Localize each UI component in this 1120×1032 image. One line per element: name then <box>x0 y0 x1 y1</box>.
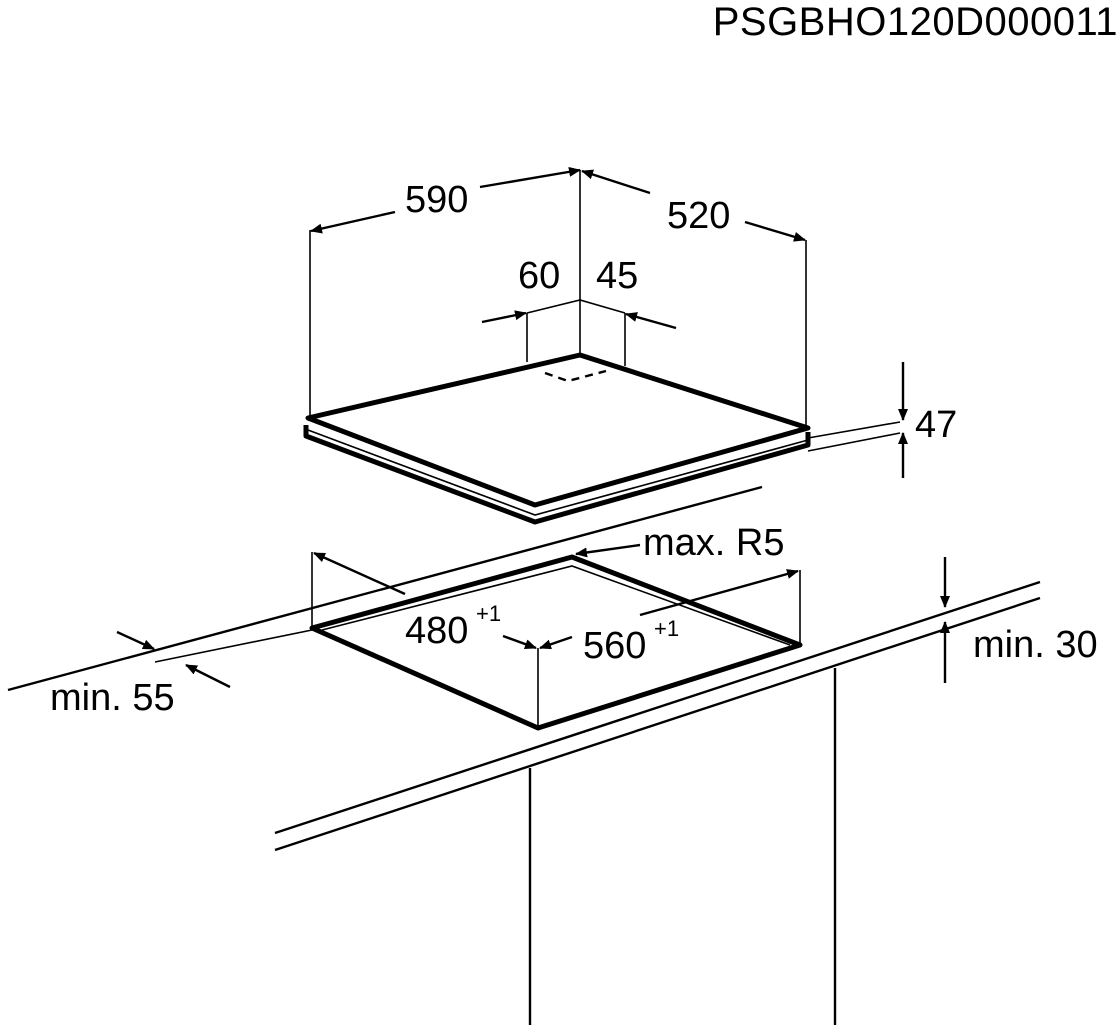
dimension-cutout-width-tolerance: +1 <box>654 616 679 641</box>
dimension-corner-radius: max. R5 <box>643 522 784 564</box>
dimension-right-offset: 45 <box>596 255 638 297</box>
dimension-depth: 520 <box>667 195 730 237</box>
cutout <box>116 543 950 731</box>
dimension-left-offset: 60 <box>518 255 560 297</box>
document-code: PSGBHO120D000011 <box>712 0 1118 44</box>
worktop <box>7 485 1041 1025</box>
dimension-width: 590 <box>405 179 468 221</box>
dimension-min-top: min. 30 <box>973 624 1098 666</box>
dimension-cutout-depth: 480 <box>405 610 468 652</box>
dimension-min-front: min. 55 <box>50 677 175 719</box>
dimension-height: 47 <box>915 404 957 446</box>
dimension-cutout-width: 560 <box>583 625 646 667</box>
hob-dimensions <box>309 166 908 478</box>
hob <box>303 352 811 525</box>
dimension-cutout-depth-tolerance: +1 <box>476 601 501 626</box>
